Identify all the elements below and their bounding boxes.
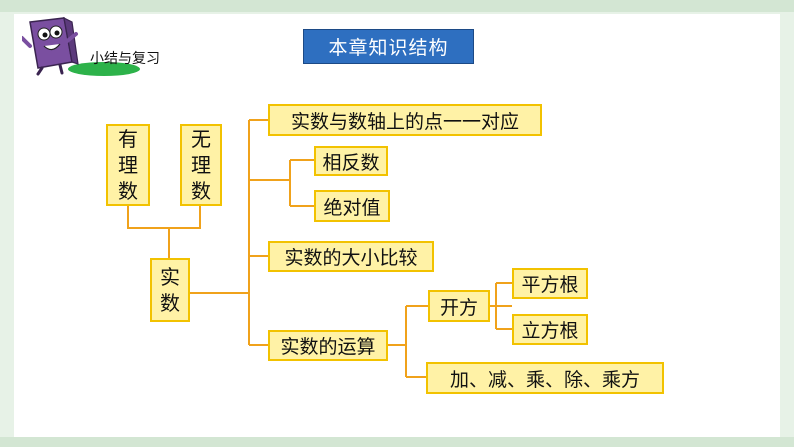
- page-title: 本章知识结构: [303, 29, 474, 64]
- rational-char-3: 数: [118, 179, 138, 203]
- header-bar: [0, 0, 794, 12]
- connector-classification: [127, 205, 201, 229]
- irrational-char-3: 数: [191, 179, 211, 203]
- absolute-value-box: 绝对值: [314, 190, 390, 222]
- comparison-box: 实数的大小比较: [268, 241, 434, 272]
- book-mascot-icon: [22, 16, 79, 76]
- opposite-number-box: 相反数: [314, 146, 388, 176]
- rational-char-2: 理: [118, 153, 138, 177]
- arithmetic-box: 加、减、乘、除、乘方: [426, 362, 664, 394]
- square-root-box: 平方根: [512, 268, 588, 299]
- rational-char-1: 有: [118, 127, 138, 151]
- footer-bar: [0, 437, 794, 447]
- cube-root-box: 立方根: [512, 314, 588, 345]
- real-char-2: 数: [160, 291, 180, 315]
- irrational-number-box: 无 理 数: [180, 124, 222, 206]
- correspondence-box: 实数与数轴上的点一一对应: [268, 104, 542, 136]
- irrational-char-1: 无: [191, 127, 211, 151]
- section-label-oval: [68, 62, 140, 76]
- irrational-char-2: 理: [191, 153, 211, 177]
- operations-box: 实数的运算: [268, 330, 388, 361]
- real-char-1: 实: [160, 265, 180, 289]
- roots-box: 开方: [428, 290, 490, 322]
- rational-number-box: 有 理 数: [106, 124, 150, 206]
- real-number-box: 实 数: [150, 258, 190, 322]
- section-label: 小结与复习: [90, 51, 160, 67]
